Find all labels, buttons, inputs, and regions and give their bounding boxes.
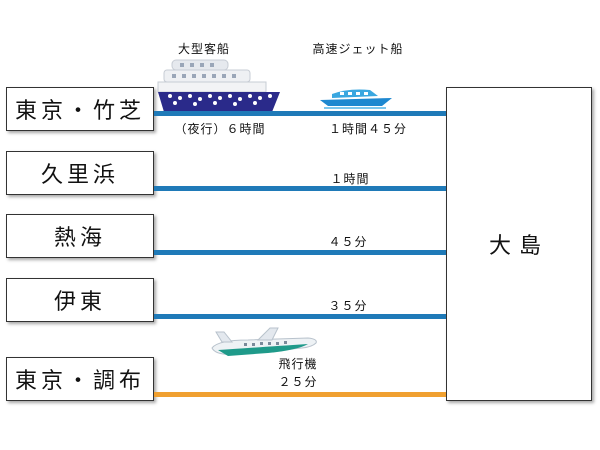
airplane-icon: [211, 327, 317, 356]
origin-takeshiba: 東京・竹芝: [6, 87, 154, 131]
origin-chofu: 東京・調布: [6, 357, 154, 401]
origin-atami: 熱海: [6, 214, 154, 258]
route-time-takeshiba-jet: １時間４５分: [328, 122, 408, 136]
route-time-atami: ４５分: [328, 235, 368, 249]
jet-ship-icon: [320, 89, 392, 109]
route-line-atami: [154, 250, 446, 255]
destination-oshima: 大島: [446, 87, 592, 401]
route-time-takeshiba-night: （夜行）６時間: [174, 122, 266, 136]
origin-ito: 伊東: [6, 278, 154, 322]
route-mode-chofu: 飛行機: [278, 357, 318, 371]
route-line-takeshiba: [154, 111, 446, 116]
route-line-kurihama: [154, 186, 446, 191]
route-time-kurihama: １時間: [330, 172, 370, 186]
route-line-chofu: [154, 392, 446, 397]
route-time-ito: ３５分: [328, 299, 368, 313]
route-line-ito: [154, 314, 446, 319]
route-time-chofu: ２５分: [278, 375, 318, 389]
jet-ship-heading: 高速ジェット船: [312, 42, 404, 56]
large-ship-heading: 大型客船: [177, 42, 231, 56]
large-ship-icon: [157, 59, 280, 112]
origin-kurihama: 久里浜: [6, 151, 154, 195]
